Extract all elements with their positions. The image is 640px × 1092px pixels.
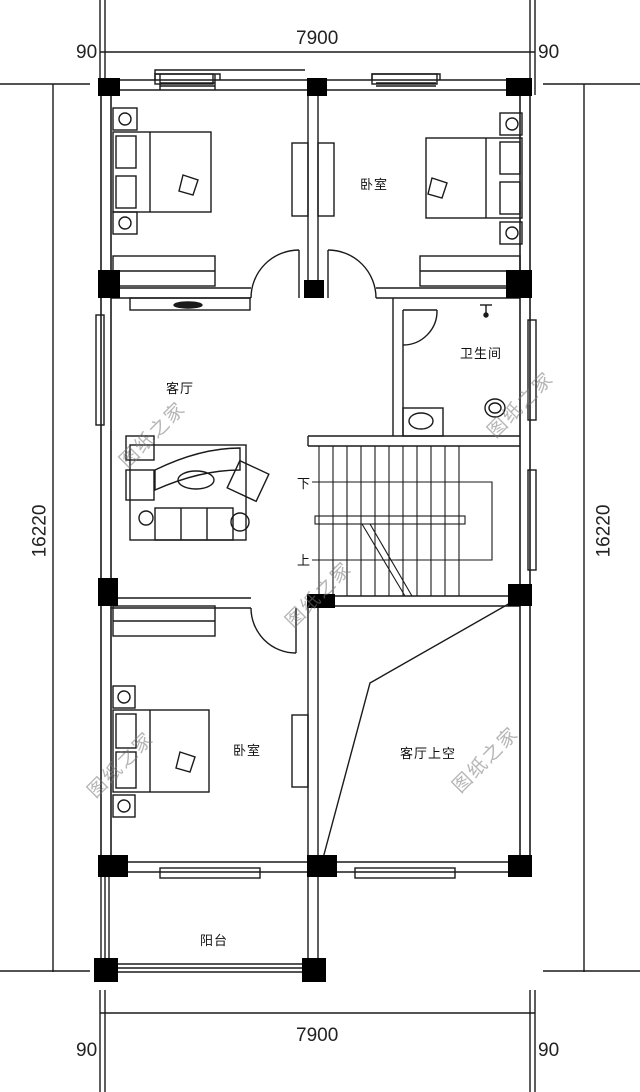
partition-lower xyxy=(111,595,520,972)
room-label-living-room: 客厅 xyxy=(166,382,195,397)
bath-window xyxy=(527,319,537,421)
stair-up-label: 上 xyxy=(297,554,311,569)
room-label-living-void: 客厅上空 xyxy=(400,747,457,762)
dim-bottom-total: 7900 xyxy=(296,1025,339,1046)
staircase xyxy=(312,446,493,597)
dimension-right xyxy=(543,83,640,972)
dim-left-total: 16220 xyxy=(29,504,51,558)
sofa-group xyxy=(125,435,270,541)
wardrobes xyxy=(112,255,521,637)
dim-bottom-right-offset: 90 xyxy=(538,1040,560,1061)
living-window xyxy=(95,314,105,426)
outer-walls xyxy=(100,79,531,860)
dim-top-total: 7900 xyxy=(296,28,339,49)
bed-top-right xyxy=(425,112,523,245)
top-windows xyxy=(154,69,441,90)
stair-window xyxy=(527,469,537,571)
room-label-bedroom-bottom-left: 卧室 xyxy=(233,744,262,759)
room-label-bathroom: 卫生间 xyxy=(460,347,503,362)
dim-top-left-offset: 90 xyxy=(76,42,98,63)
wardrobe-rail xyxy=(129,297,251,311)
room-label-bedroom-top-right: 卧室 xyxy=(360,178,389,193)
room-label-balcony: 阳台 xyxy=(200,934,229,949)
bed-bottom-left xyxy=(112,685,210,818)
stair-down-label: 下 xyxy=(297,477,311,492)
desks xyxy=(291,142,335,788)
bed-top-left xyxy=(112,107,212,235)
bathroom-walls xyxy=(307,298,520,447)
partition-top-bedrooms xyxy=(307,80,319,295)
bottom-walls xyxy=(100,861,520,973)
columns xyxy=(94,78,532,982)
dim-bottom-left-offset: 90 xyxy=(76,1040,98,1061)
dimension-left xyxy=(0,83,90,972)
dim-right-total: 16220 xyxy=(593,504,615,558)
dim-top-right-offset: 90 xyxy=(538,42,560,63)
dimension-bottom xyxy=(99,990,536,1092)
